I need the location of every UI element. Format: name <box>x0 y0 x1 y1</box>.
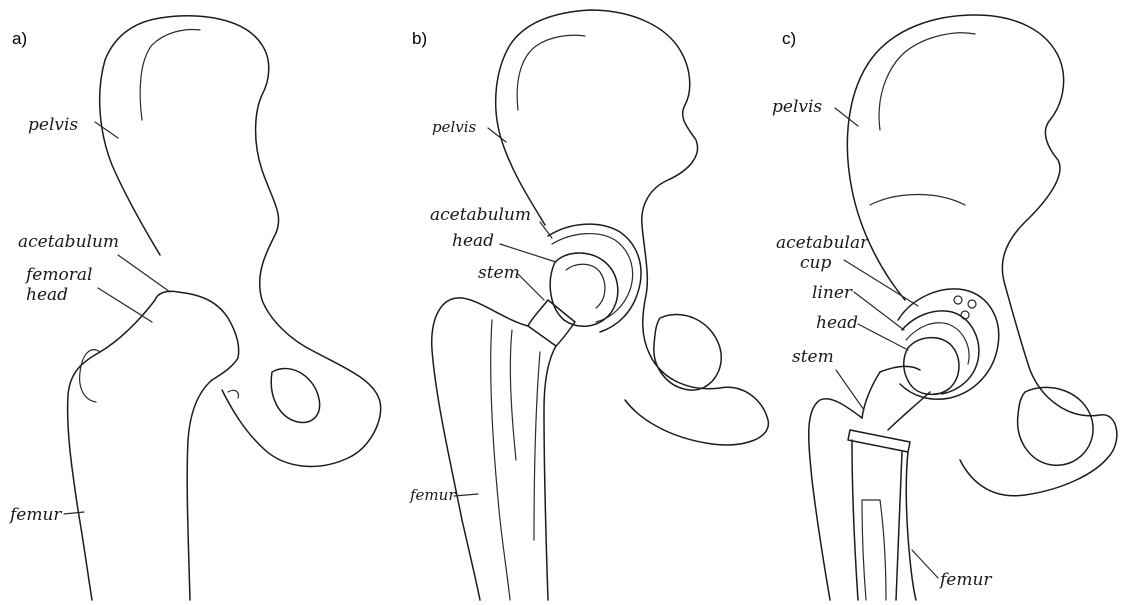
panel-c-stem-in-canal <box>852 440 902 600</box>
panel-b-femur-canal-left <box>491 320 510 600</box>
panel-c-iliac-crest-line <box>879 33 975 130</box>
panel-c-label-stem: stem <box>792 347 834 367</box>
panel-b-stem-in-canal <box>510 330 516 460</box>
panel-b-iliac-crest-line <box>517 35 585 110</box>
panel-c-cup-hole-1 <box>954 296 962 304</box>
panel-a-leader-femur <box>64 512 84 514</box>
panel-a-label-acetabulum: acetabulum <box>18 232 119 252</box>
panel-c-cup-hole-2 <box>968 300 976 308</box>
panel-a-iliac-crest-line <box>140 30 200 120</box>
panel-b-head-inner <box>566 264 605 308</box>
panel-a-label-femoral: femoral <box>24 265 92 285</box>
panel-c-obturator-foramen <box>1018 387 1093 465</box>
panel-c-stem-tip <box>862 500 886 600</box>
panel-a-label-head: head <box>26 285 68 305</box>
panel-c-femur-outline-right <box>906 452 916 600</box>
panel-c-femur-outline-left <box>809 399 862 600</box>
panel-b-femur-canal-right <box>534 352 540 540</box>
panel-a-label-pelvis: pelvis <box>28 115 78 135</box>
panel-c-pelvis-inner-line <box>870 194 965 205</box>
panel-a-femur-shaft-right <box>187 380 212 600</box>
panel-a-pelvis-outline <box>100 16 381 467</box>
panel-a-label-femur: femur <box>8 505 62 525</box>
panel-a-letter: a) <box>12 29 27 48</box>
panel-b-femur-outline-left <box>432 298 528 600</box>
panel-a-leader-head <box>98 288 152 322</box>
panel-a-femoral-head <box>155 291 239 380</box>
panel-c-label-cup: cup <box>800 253 831 273</box>
panel-c-label-acetabular: acetabular <box>776 233 869 253</box>
panel-b-acetabular-shell-inner <box>552 234 633 322</box>
panel-b-obturator-foramen <box>654 315 721 391</box>
panel-c-stem-neck <box>862 366 930 430</box>
panel-b-femur-outline-right <box>544 346 556 600</box>
panel-c-cup-hole-3 <box>961 311 969 319</box>
panel-c-leader-liner <box>854 292 904 330</box>
panel-b-leader-stem <box>518 274 544 300</box>
panel-c: c) pelvis acetabular cup liner <box>772 15 1117 600</box>
panel-a-leader-acetabulum <box>118 255 170 292</box>
panel-c-leader-pelvis <box>835 108 858 126</box>
panel-c-prosthetic-head <box>904 338 959 395</box>
panel-a-femur-outline <box>68 300 155 600</box>
panel-b-leader-pelvis <box>488 128 506 142</box>
panel-a-obturator-foramen <box>271 369 319 423</box>
panel-b-label-acetabulum: acetabulum <box>430 205 531 225</box>
panel-a-leader-pelvis <box>95 122 118 138</box>
panel-a-lesser-trochanter <box>228 390 238 398</box>
panel-c-liner-inner <box>906 323 969 364</box>
panel-b-pelvis-outline <box>496 10 769 445</box>
panel-c-label-femur: femur <box>938 570 992 590</box>
panel-b-label-stem: stem <box>478 263 520 283</box>
panel-b: b) pelvis acetabulum head stem femur <box>409 10 768 600</box>
panel-c-leader-femur <box>912 550 938 578</box>
panel-b-leader-head <box>500 244 556 262</box>
panel-a: a) pelvis acetabulum femoral head femur <box>8 16 381 600</box>
panel-c-pelvis-outline <box>847 15 1116 496</box>
panel-b-label-femur: femur <box>409 486 456 504</box>
panel-b-letter: b) <box>412 29 427 48</box>
panel-c-label-liner: liner <box>812 283 853 303</box>
panel-c-label-pelvis: pelvis <box>772 97 822 117</box>
panel-b-acetabular-shell <box>548 224 641 332</box>
panel-c-stem-collar <box>848 430 910 452</box>
panel-c-label-head: head <box>816 313 858 333</box>
panel-b-label-pelvis: pelvis <box>432 118 477 136</box>
panel-b-leader-acetabulum <box>540 222 552 238</box>
panel-b-label-head: head <box>452 231 494 251</box>
panel-c-letter: c) <box>782 29 796 48</box>
